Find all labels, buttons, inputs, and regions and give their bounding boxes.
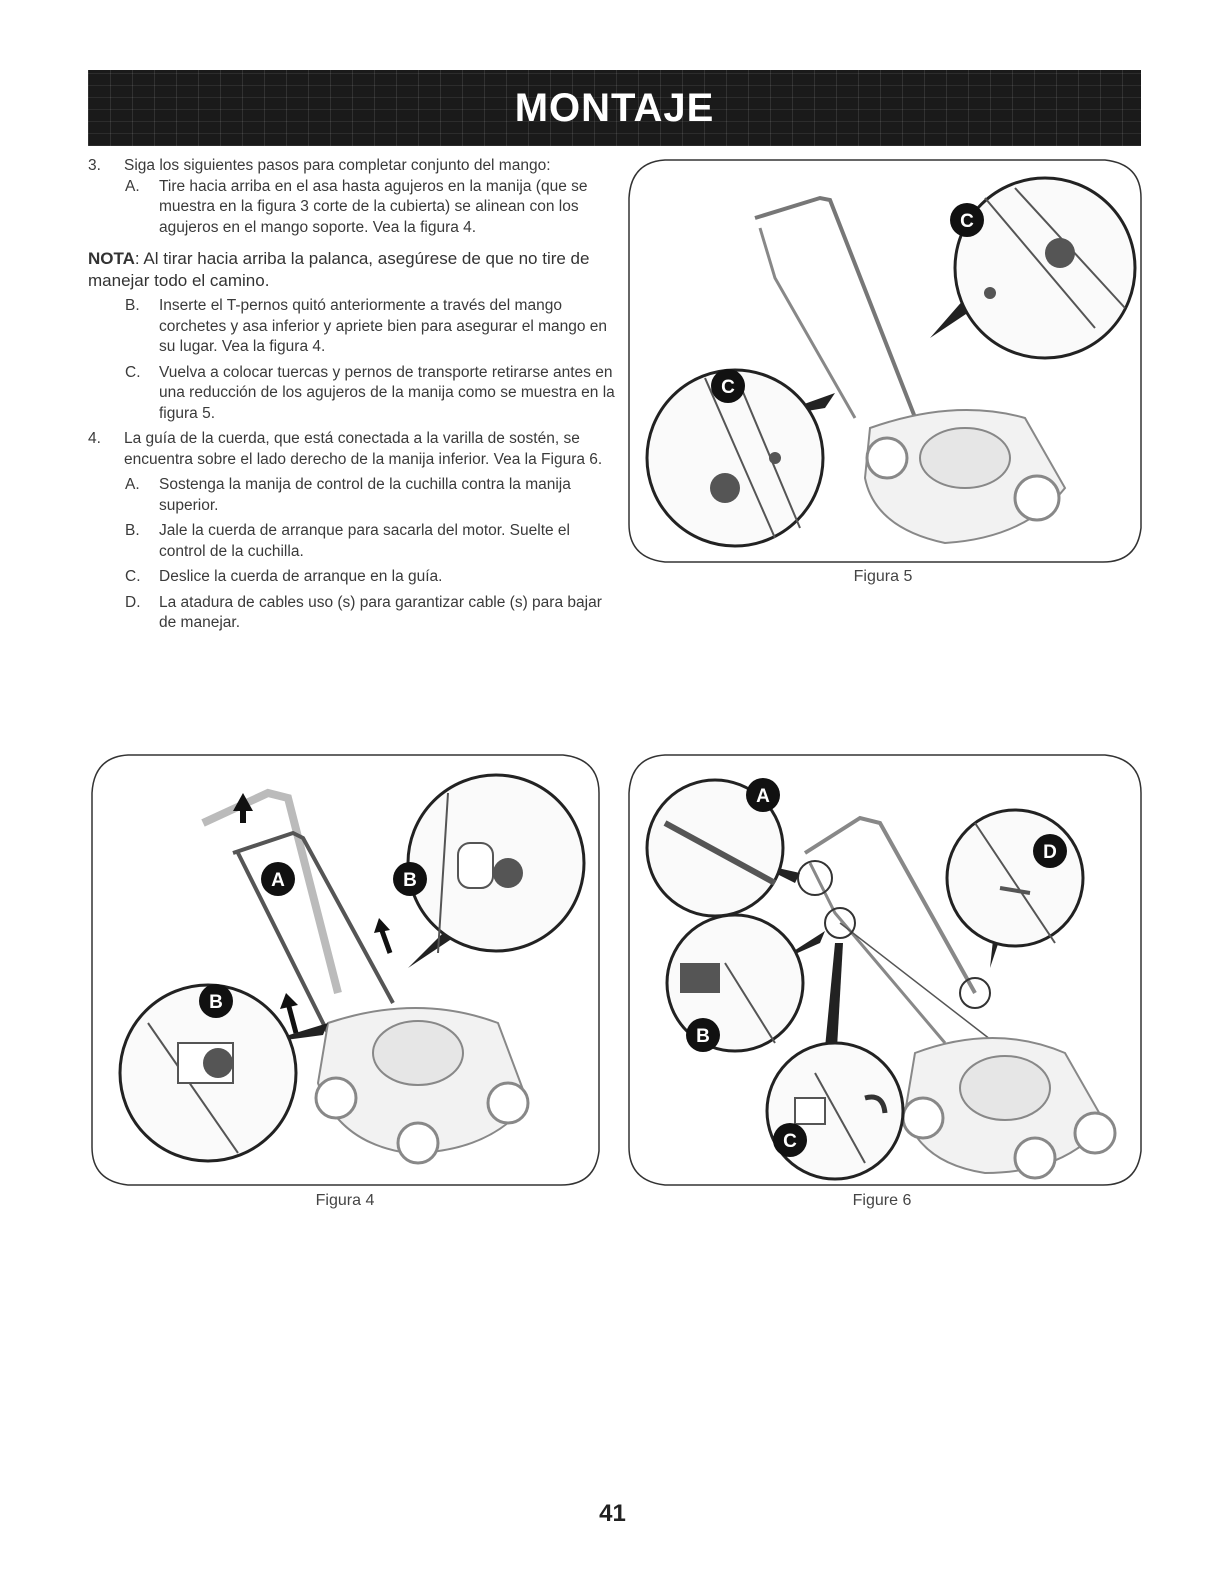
page-number: 41 <box>599 1500 626 1527</box>
step-number: 3. <box>88 157 101 174</box>
callout-label: C <box>960 211 974 232</box>
step-text: Deslice la cuerda de arranque en la guía… <box>159 568 443 585</box>
step-3: 3. Siga los siguientes pasos para comple… <box>88 156 618 177</box>
step-text: La guía de la cuerda, que está conectada… <box>124 430 603 468</box>
figure-4-illustration: A B B <box>91 754 600 1186</box>
step-4b: B. Jale la cuerda de arranque para sacar… <box>88 521 618 562</box>
callout-label: D <box>1043 842 1057 863</box>
figure-6: A D B C <box>625 753 1145 1190</box>
callout-label: A <box>271 870 285 891</box>
figure-4-caption: Figura 4 <box>315 1192 375 1209</box>
figure-6-caption: Figure 6 <box>852 1192 912 1209</box>
note-label: NOTA <box>88 249 135 268</box>
step-letter: A. <box>125 476 140 493</box>
step-letter: D. <box>125 593 141 611</box>
step-4a: A. Sostenga la manija de control de la c… <box>88 475 618 516</box>
step-3a: A. Tire hacia arriba en el asa hasta agu… <box>88 177 618 239</box>
step-letter: C. <box>125 568 141 585</box>
step-text: Sostenga la manija de control de la cuch… <box>159 476 571 514</box>
step-4d: D. La atadura de cables uso (s) para gar… <box>88 593 618 634</box>
step-text: Jale la cuerda de arranque para sacarla … <box>159 522 570 560</box>
step-number: 4. <box>88 430 101 447</box>
step-letter: B. <box>125 522 140 539</box>
callout-label: C <box>783 1131 797 1152</box>
step-4: 4. La guía de la cuerda, que está conect… <box>88 429 618 470</box>
instructions: 3. Siga los siguientes pasos para comple… <box>88 156 618 634</box>
figure-6-illustration: A D B C <box>628 754 1142 1186</box>
note: NOTA: Al tirar hacia arriba la palanca, … <box>88 248 618 292</box>
step-letter: C. <box>125 363 141 381</box>
step-text: Vuelva a colocar tuercas y pernos de tra… <box>159 363 615 422</box>
figure-5-caption: Figura 5 <box>853 568 913 585</box>
figure-5-illustration: C C <box>628 159 1142 563</box>
step-text: Siga los siguientes pasos para completar… <box>124 157 551 174</box>
step-letter: B. <box>125 297 140 314</box>
step-4c: C. Deslice la cuerda de arranque en la g… <box>88 567 618 588</box>
step-text: Tire hacia arriba en el asa hasta agujer… <box>159 177 588 236</box>
step-text: La atadura de cables uso (s) para garant… <box>159 593 602 632</box>
section-banner: MONTAJE <box>88 70 1141 146</box>
step-text: Inserte el T-pernos quitó anteriormente … <box>159 297 608 355</box>
callout-label: A <box>756 786 770 807</box>
step-3c: C. Vuelva a colocar tuercas y pernos de … <box>88 363 618 425</box>
callout-label: B <box>403 870 417 891</box>
figure-4: A B B <box>88 753 603 1190</box>
callout-label: B <box>696 1026 710 1047</box>
section-title: MONTAJE <box>514 86 715 130</box>
step-letter: A. <box>125 177 140 195</box>
callout-label: B <box>209 992 223 1013</box>
figure-5: C C <box>625 158 1145 568</box>
callout-label: C <box>721 377 735 398</box>
step-3b: B. Inserte el T-pernos quitó anteriormen… <box>88 296 618 358</box>
note-text: : Al tirar hacia arriba la palanca, aseg… <box>88 249 590 290</box>
banner-pattern <box>88 70 1141 146</box>
